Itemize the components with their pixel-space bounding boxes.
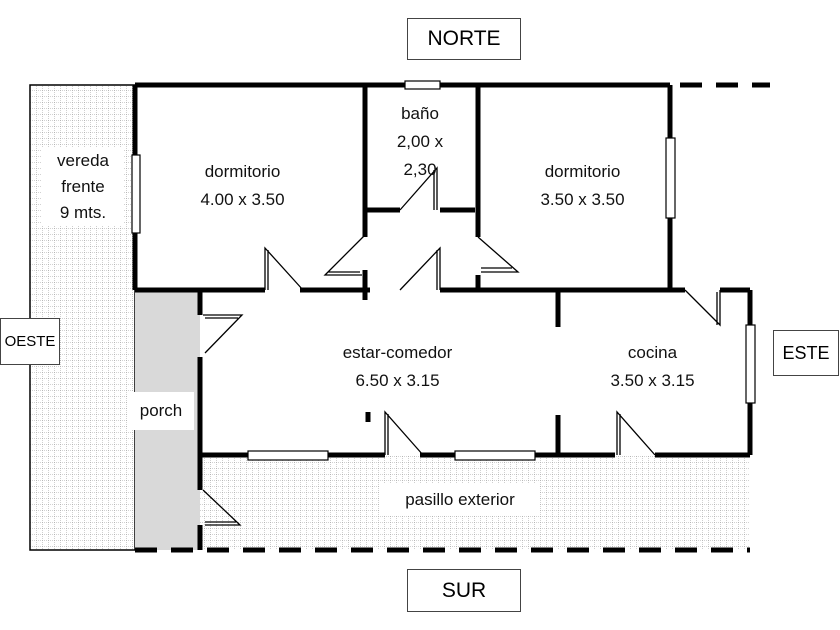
room-name: estar-comedor	[342, 343, 453, 362]
window	[665, 137, 676, 219]
dashed-boundaries	[135, 82, 770, 553]
room-size: 2,30	[403, 160, 437, 179]
porch-label: porch	[128, 392, 194, 430]
sidewalk-line2: frente	[61, 177, 105, 196]
room-name: baño	[401, 104, 439, 123]
doors	[202, 166, 721, 526]
window	[404, 80, 441, 90]
corridor-label: pasillo exterior	[380, 484, 540, 516]
compass-west-label: OESTE	[4, 333, 56, 350]
sidewalk-line3: 9 mts.	[59, 203, 107, 222]
room-size: 3.50 x 3.15	[610, 371, 695, 390]
sidewalk-label: vereda frente 9 mts.	[42, 148, 124, 226]
kitchen-label: cocina 3.50 x 3.15	[580, 339, 725, 395]
room-name: dormitorio	[204, 162, 281, 181]
bathroom-label: baño 2,00 x 2,30	[370, 100, 470, 184]
window	[454, 450, 536, 461]
bedroom2-label: dormitorio 3.50 x 3.50	[510, 158, 655, 214]
room-size: 6.50 x 3.15	[355, 371, 440, 390]
compass-west: OESTE	[0, 318, 60, 365]
room-size: 2,00 x	[396, 132, 444, 151]
living-label: estar-comedor 6.50 x 3.15	[310, 339, 485, 395]
compass-east-label: ESTE	[782, 342, 830, 363]
room-size: 3.50 x 3.50	[540, 190, 625, 209]
window	[131, 154, 141, 234]
compass-south: SUR	[407, 569, 521, 612]
compass-north: NORTE	[407, 18, 521, 60]
room-size: 4.00 x 3.50	[200, 190, 285, 209]
compass-east: ESTE	[773, 330, 839, 376]
window	[247, 450, 329, 461]
room-name: dormitorio	[544, 162, 621, 181]
bedroom1-label: dormitorio 4.00 x 3.50	[170, 158, 315, 214]
sidewalk-line1: vereda	[57, 151, 109, 170]
windows	[131, 80, 756, 461]
window	[745, 324, 756, 404]
room-name: cocina	[627, 343, 678, 362]
